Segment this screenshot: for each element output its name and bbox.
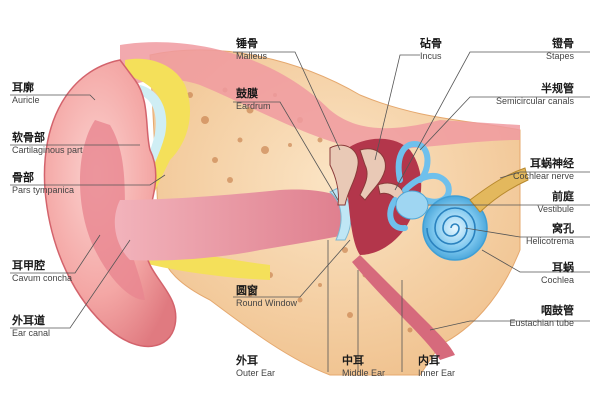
cochlea-en: Cochlea	[540, 274, 574, 285]
inner-ear-en: Inner Ear	[418, 367, 456, 378]
label-cochlea: 耳蜗 Cochlea	[540, 261, 574, 285]
label-round-window: 圆窗 Round Window	[236, 284, 298, 308]
label-ear-canal: 外耳道 Ear canal	[12, 314, 51, 338]
cochlear-nerve-zh: 耳蜗神经	[530, 157, 574, 170]
middle-ear-zh: 中耳	[342, 354, 364, 367]
eustachian-zh: 咽鼓管	[541, 304, 574, 317]
label-helicotrema: 窝孔 Helicotrema	[525, 222, 574, 246]
eardrum-en: Eardrum	[236, 100, 271, 111]
stapes-en: Stapes	[545, 50, 574, 61]
outer-ear-en: Outer Ear	[236, 367, 276, 378]
ear-canal-shape	[114, 189, 345, 261]
malleus-bone	[329, 144, 359, 206]
stapes-zh: 镫骨	[552, 37, 574, 50]
semicircular-zh: 半规管	[541, 82, 574, 95]
label-outer-ear: 外耳 Outer Ear	[236, 354, 276, 378]
label-semicircular-canals: 半规管 Semicircular canals	[495, 82, 574, 106]
round-window-zh: 圆窗	[236, 284, 258, 297]
pars-tympanica-zh: 骨部	[12, 171, 34, 184]
label-vestibule: 前庭 Vestibule	[537, 190, 574, 214]
label-auricle: 耳廓 Auricle	[12, 81, 40, 105]
outer-ear-zh: 外耳	[236, 354, 258, 367]
incus-bone	[359, 148, 386, 201]
label-stapes: 镫骨 Stapes	[545, 37, 574, 61]
label-inner-ear: 内耳 Inner Ear	[418, 354, 456, 378]
round-window-en: Round Window	[236, 297, 298, 308]
pars-tympanica-en: Pars tympanica	[12, 184, 75, 195]
cochlea-spiral	[422, 195, 488, 261]
malleus-zh: 锤骨	[236, 37, 258, 50]
eardrum-zh: 鼓膜	[236, 87, 258, 100]
label-incus: 砧骨 Incus	[420, 37, 442, 61]
label-cavum-concha: 耳甲腔 Cavum concha	[12, 259, 73, 283]
middle-ear-en: Middle Ear	[342, 367, 386, 378]
label-cochlear-nerve: 耳蜗神经 Cochlear nerve	[512, 157, 574, 181]
label-cartilaginous-part: 软骨部 Cartilaginous part	[12, 131, 83, 155]
eustachian-tube-shape	[352, 255, 455, 360]
leader-lines	[10, 51, 590, 372]
malleus-en: Malleus	[236, 50, 268, 61]
cavum-concha-zh: 耳甲腔	[12, 259, 45, 272]
helicotrema-zh: 窝孔	[552, 222, 574, 235]
cochlear-nerve-shape	[469, 167, 529, 213]
vestibule-en: Vestibule	[537, 203, 574, 214]
vestibule-zh: 前庭	[552, 190, 574, 203]
label-middle-ear: 中耳 Middle Ear	[342, 354, 386, 378]
incus-en: Incus	[420, 50, 442, 61]
cartilaginous-en: Cartilaginous part	[12, 144, 83, 155]
eustachian-en: Eustachian tube	[509, 317, 574, 328]
ossicles	[329, 144, 405, 206]
label-eustachian-tube: 咽鼓管 Eustachian tube	[509, 304, 574, 328]
cavum-concha-en: Cavum concha	[12, 272, 73, 283]
auricle-zh: 耳廓	[12, 81, 34, 94]
label-malleus: 锤骨 Malleus	[236, 37, 268, 61]
cochlear-nerve-en: Cochlear nerve	[512, 170, 574, 181]
incus-zh: 砧骨	[420, 37, 442, 50]
label-pars-tympanica: 骨部 Pars tympanica	[12, 171, 75, 195]
vestibule-shape	[395, 190, 429, 220]
cartilage-layer	[138, 85, 167, 190]
ear-canal-en: Ear canal	[12, 327, 51, 338]
auricle-en: Auricle	[12, 94, 40, 105]
upper-skin-wall	[120, 42, 520, 150]
inner-ear-zh: 内耳	[418, 354, 440, 367]
ear-canal-zh: 外耳道	[12, 314, 45, 327]
cartilaginous-zh: 软骨部	[12, 131, 45, 144]
cochlea-zh: 耳蜗	[552, 261, 574, 274]
semicircular-en: Semicircular canals	[495, 95, 574, 106]
label-eardrum: 鼓膜 Eardrum	[236, 87, 271, 111]
helicotrema-en: Helicotrema	[525, 235, 574, 246]
